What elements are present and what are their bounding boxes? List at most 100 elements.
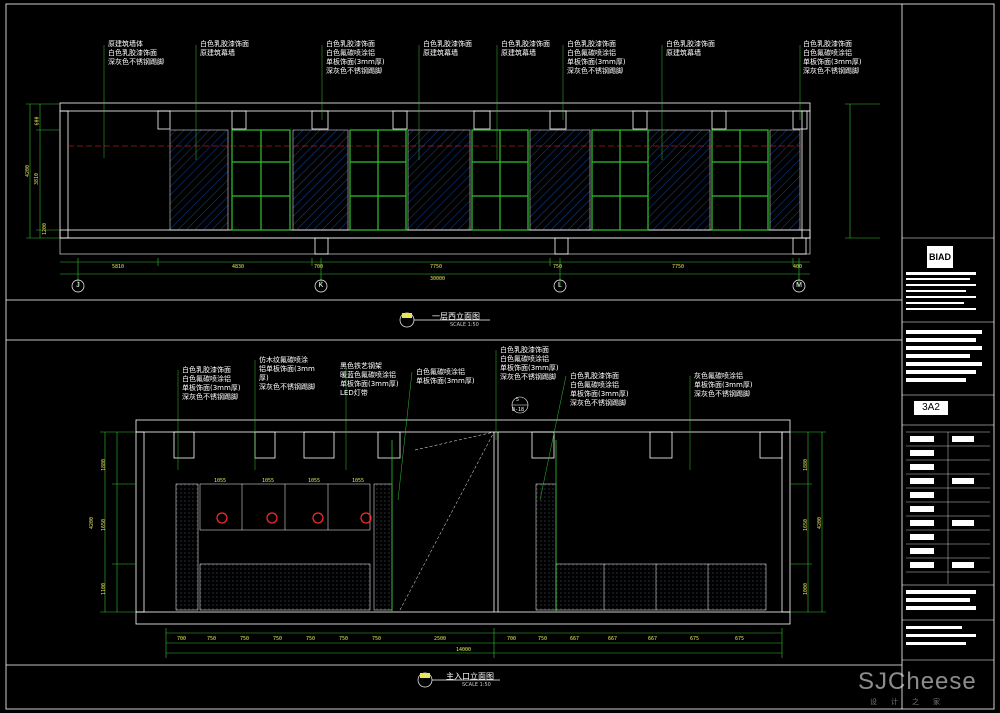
callout-line: 单板饰面(3mm厚) [694, 381, 753, 389]
title-block [902, 237, 994, 661]
callout-line: 白色乳胶漆饰面 [803, 40, 852, 48]
callout-line: 深灰色不锈钢踢脚 [567, 67, 623, 75]
bottom-elevation-scale: SCALE 1:50 [462, 682, 491, 688]
callout-line: 深灰色不锈钢踢脚 [570, 399, 626, 407]
callout-line: 白色乳胶漆饰面 [108, 49, 157, 57]
grid-label: J [76, 282, 80, 289]
vdim-top: 4200 [25, 164, 32, 178]
callout-line: 单板饰面(3mm厚) [500, 364, 559, 372]
dim-top: 750 [553, 264, 563, 270]
grid-label: K [318, 282, 324, 289]
dim-bot: 750 [207, 636, 217, 642]
vdim-bot-left: 1100 [101, 582, 108, 596]
callout-line: 灰色氟碳喷涂铝 [694, 372, 743, 380]
top-elevation-title: 一层西立面图 [432, 312, 480, 321]
callout-bot-6: 白色乳胶漆饰面 白色氟碳喷涂铝 单板饰面(3mm厚) 深灰色不锈钢踢脚 [570, 372, 629, 408]
watermark: SJCheese [858, 668, 977, 695]
callout-line: 白色乳胶漆饰面 [501, 40, 550, 48]
dim-top: 700 [314, 264, 324, 270]
callout-line: 深灰色不锈钢踢脚 [182, 393, 238, 401]
biad-logo: BIAD [927, 246, 953, 268]
callout-line: 单板饰面(3mm厚) [567, 58, 626, 66]
dim-bot: 750 [339, 636, 349, 642]
callout-line: 单板饰面(3mm厚) [182, 384, 241, 392]
callout-line: 白色乳胶漆饰面 [200, 40, 249, 48]
dim-bot: 750 [372, 636, 382, 642]
vdim-top: 1200 [42, 222, 49, 236]
callout-line: 铝单板饰面(3mm [259, 365, 315, 373]
callout-bot-7: 灰色氟碳喷涂铝 单板饰面(3mm厚) 深灰色不锈钢踢脚 [694, 372, 753, 399]
callout-bot-3: 黑色铁艺钢架 暖蓝色氟碳喷涂铝 单板饰面(3mm厚) LED灯带 [340, 362, 399, 398]
dim-top: 5810 [112, 264, 125, 270]
callout-line: 白色乳胶漆饰面 [500, 346, 549, 354]
callout-line: 白色乳胶漆饰面 [423, 40, 472, 48]
dim-bot: 667 [648, 636, 658, 642]
callout-line: 深灰色不锈钢踢脚 [259, 383, 315, 391]
dim-bot: 700 [177, 636, 187, 642]
callout-line: 白色氟碳喷涂铝 [570, 381, 619, 389]
dim-bot: 750 [240, 636, 250, 642]
vdim-bot-right: 1880 [803, 458, 810, 472]
callout-line: 原建筑幕墙 [423, 49, 458, 57]
bottom-elevation-title: 主入口立面图 [446, 672, 494, 681]
callout-line: 原建筑幕墙 [200, 49, 235, 57]
dim-bot: 675 [690, 636, 700, 642]
grid-label: M [796, 282, 802, 289]
dim-bot: 750 [306, 636, 316, 642]
vdim-bot-left: 1650 [101, 518, 108, 532]
callout-line: LED灯带 [340, 389, 368, 397]
grid-label: L [558, 282, 562, 289]
vdim-bot-right: 4200 [817, 516, 824, 530]
dim-bot: 2500 [434, 636, 447, 642]
callout-line: 单板饰面(3mm厚) [803, 58, 862, 66]
dim-bot: 700 [507, 636, 517, 642]
vdim-bot-left: 1880 [101, 458, 108, 472]
callout-line: 白色乳胶漆饰面 [326, 40, 375, 48]
callout-line: 单板饰面(3mm厚) [570, 390, 629, 398]
dim-top: 7750 [430, 264, 443, 270]
sheet-frame [5, 3, 995, 710]
callout-line: 深灰色不锈钢踢脚 [803, 67, 859, 75]
top-elevation [26, 45, 880, 328]
vdim-top: 600 [34, 116, 41, 126]
vdim-top: 3810 [34, 172, 41, 186]
callout-bot-2: 仿木纹氟碳喷涂 铝单板饰面(3mm 厚) 深灰色不锈钢踢脚 [259, 356, 315, 392]
watermark-sub: 设计之家 [870, 698, 954, 706]
top-elevation-scale: SCALE 1:50 [450, 322, 479, 328]
callout-top-4: 白色乳胶漆饰面 原建筑幕墙 [423, 40, 472, 58]
callout-top-7: 白色乳胶漆饰面 原建筑幕墙 [666, 40, 715, 58]
callout-line: 白色乳胶漆饰面 [570, 372, 619, 380]
callout-line: 原建筑幕墙 [501, 49, 536, 57]
callout-top-5: 白色乳胶漆饰面 原建筑幕墙 [501, 40, 550, 58]
callout-line: 深灰色不锈钢踢脚 [500, 373, 556, 381]
vdim-bot-right: 1000 [803, 582, 810, 596]
callout-line: 白色氟碳喷涂铝 [182, 375, 231, 383]
dim-bot: 675 [735, 636, 745, 642]
inner-dim: 1055 [214, 478, 227, 484]
section-tag-num: 5 [516, 397, 520, 403]
callout-top-6: 白色乳胶漆饰面 白色氟碳喷涂铝 单板饰面(3mm厚) 深灰色不锈钢踢脚 [567, 40, 626, 76]
callout-line: 深灰色不锈钢踢脚 [108, 58, 164, 66]
callout-line: 仿木纹氟碳喷涂 [259, 356, 308, 364]
inner-dim: 1055 [308, 478, 321, 484]
bottom-elevation [100, 350, 826, 688]
callout-top-8: 白色乳胶漆饰面 白色氟碳喷涂铝 单板饰面(3mm厚) 深灰色不锈钢踢脚 [803, 40, 862, 76]
callout-top-1: 原建筑墙体 白色乳胶漆饰面 深灰色不锈钢踢脚 [108, 40, 164, 67]
callout-line: 单板饰面(3mm厚) [416, 377, 475, 385]
dim-bot-total: 14000 [456, 647, 472, 653]
dim-top: 4830 [232, 264, 245, 270]
inner-dim: 1055 [352, 478, 365, 484]
callout-top-2: 白色乳胶漆饰面 原建筑幕墙 [200, 40, 249, 58]
callout-line: 单板饰面(3mm厚) [326, 58, 385, 66]
dim-bot: 667 [608, 636, 618, 642]
callout-line: 厚) [259, 374, 269, 382]
callout-line: 黑色铁艺钢架 [340, 362, 382, 370]
dim-top: 400 [793, 264, 803, 270]
section-tag-sheet: B-18 [512, 407, 525, 413]
callout-line: 白色乳胶漆饰面 [567, 40, 616, 48]
dim-bot: 667 [570, 636, 580, 642]
callout-line: 白色乳胶漆饰面 [182, 366, 231, 374]
callout-line: 白色氟碳喷涂铝 [803, 49, 852, 57]
vdim-bot-right: 1650 [803, 518, 810, 532]
